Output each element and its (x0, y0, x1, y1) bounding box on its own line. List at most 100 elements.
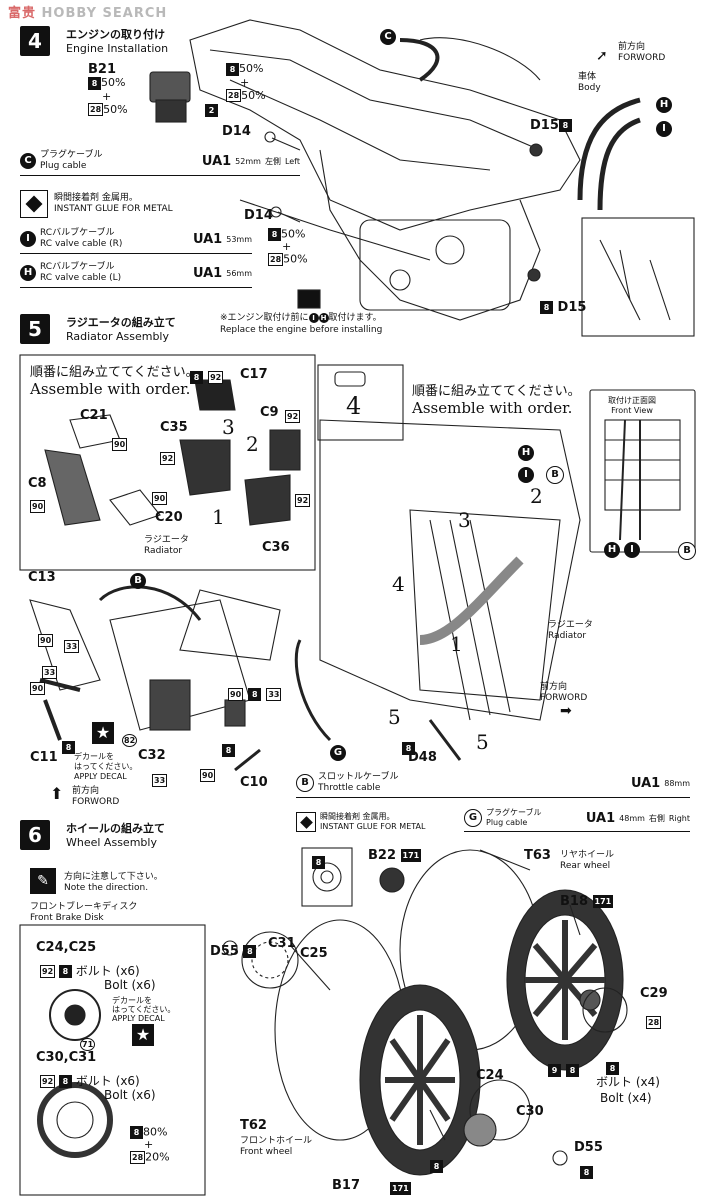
c-icon: C (380, 24, 396, 45)
note-i-icon: I (308, 313, 319, 323)
step-5-title-ja: ラジエータの組み立て (66, 316, 176, 329)
plug-cable-en: Plug cable (40, 161, 87, 171)
part-t63: T63 (524, 848, 551, 863)
part-c30-c31: C30,C31 (36, 1050, 97, 1065)
paint-badge: 90 (30, 682, 46, 695)
rc-l-icon: H (20, 265, 36, 281)
order-note-right: 順番に組み立ててください。 Assemble with order. (412, 384, 581, 416)
note-ja: ※エンジン取付け前に (220, 313, 309, 323)
paint-badge: 92 (40, 965, 56, 978)
paint-c17: 8 92 (190, 367, 224, 386)
paint-ratio: 80% (143, 1125, 168, 1139)
radiator-label-box: ラジエータ Radiator (144, 535, 189, 557)
front-wheel-label: フロントホイール Front wheel (240, 1136, 312, 1158)
forward-arrow-icon-5: ➡ (560, 703, 572, 719)
rc-r-ua: UA1 (192, 231, 223, 247)
paint-badge: 33 (266, 688, 282, 701)
paint-d55-bottom: 8 (580, 1162, 593, 1181)
decal-note-6: デカールを はってください。 APPLY DECAL (112, 996, 175, 1023)
plug2-ua: UA1 (585, 810, 616, 826)
order-note-left: 順番に組み立ててください。 Assemble with order. (30, 365, 199, 397)
disk-label: フロントブレーキディスク Front Brake Disk (30, 902, 137, 924)
front-en: Front wheel (240, 1147, 293, 1157)
paint-ratio: 50% (241, 88, 266, 102)
part-c35: C35 (160, 420, 188, 435)
paint-badge: 28 (88, 103, 104, 116)
part-d15-bottom: 8 D15 (540, 300, 586, 315)
glue-ja: 瞬間接着剤 金属用。 (320, 812, 395, 821)
paint-ratio: 50% (283, 252, 308, 266)
plug2-icon: G (464, 809, 482, 827)
step-6-title-en: Wheel Assembly (66, 836, 157, 849)
paint-badge: 171 (592, 895, 614, 908)
throttle-cable-row: B スロットルケーブル Throttle cable UA1 88mm (296, 772, 690, 798)
watermark-en: HOBBY SEARCH (41, 6, 168, 21)
paint-badge: 171 (390, 1182, 411, 1195)
b-circle: B (130, 573, 146, 589)
part-b22: B22 171 (368, 848, 422, 863)
radiator-ja: ラジエータ (548, 620, 593, 630)
throttle-ja: スロットルケーブル (318, 772, 399, 782)
bolt-en: Bolt (104, 978, 128, 992)
plug-cable-ua: UA1 (201, 153, 232, 169)
decal-ja2: はってください。 (112, 1005, 176, 1014)
part-d14-mid: D14 (244, 208, 273, 223)
paint-badge: 28 (130, 1151, 146, 1164)
bolt-c24: 92 8 ボルト (x6) (40, 962, 140, 979)
part-c32: C32 (138, 748, 166, 763)
step-5-number: 5 (20, 314, 50, 344)
paint-badge: 90 (30, 500, 46, 513)
i-circle: I (624, 542, 640, 558)
qty-b21: 2 (205, 100, 218, 119)
paint-c13a: 90 (38, 630, 54, 649)
part-c9: C9 (260, 405, 279, 420)
plug-cable-row: C プラグケーブル Plug cable UA1 52mm 左側 Left (20, 150, 300, 176)
i-circle: I (656, 121, 672, 137)
bolt-en-c24: Bolt (x6) (104, 978, 156, 992)
paint-badge: 8 (430, 1160, 443, 1173)
forward-ja: 前方向 (618, 42, 646, 52)
bolt-x: (x6) (115, 964, 140, 978)
part-b17: B17 (332, 1178, 360, 1193)
part-d14-top: D14 (222, 124, 251, 139)
b-circle: B (678, 542, 696, 560)
rc-l-ua: UA1 (192, 265, 223, 281)
bolt-x: (x4) (627, 1091, 652, 1105)
paint-b17: 171 (390, 1178, 411, 1197)
order-3-main: 3 (458, 508, 471, 532)
paint-hub-rear: 9 8 (548, 1060, 580, 1079)
paint-badge: 82 (122, 734, 138, 747)
order-ja: 順番に組み立ててください。 (412, 384, 581, 399)
paint-badge: 9 (548, 1064, 561, 1077)
d15-label: D15 (530, 118, 559, 133)
direction-en: Note the direction. (64, 883, 149, 893)
plug-cable-2-row: G プラグケーブル Plug cable UA1 48mm 右側 Right (464, 808, 690, 832)
c-circle: C (380, 29, 396, 45)
decal-ja2: はってください。 (74, 762, 138, 771)
paint-badge: 92 (285, 410, 301, 423)
plug-cable-side-en: Left (284, 156, 300, 166)
step-6-title-ja: ホイールの組み立て (66, 822, 165, 835)
paint-badge: 8 (540, 301, 553, 314)
paint-badge: 8 (58, 1075, 72, 1088)
decal-note-5: デカールを はってください。 APPLY DECAL (74, 752, 137, 782)
paint-badge: 8 (222, 744, 235, 757)
radiator-ja: ラジエータ (144, 535, 189, 545)
part-c24-c25: C24,C25 (36, 940, 97, 955)
paint-c10c: 90 (200, 765, 216, 784)
paint-badge: 92 (295, 494, 311, 507)
part-d55-bottom: D55 (574, 1140, 603, 1155)
part-b18: B18 171 (560, 894, 614, 909)
note-en: Replace the engine before installing (220, 325, 383, 335)
decal-ja1: デカールを (112, 996, 152, 1005)
forward-en: FORWORD (618, 53, 666, 63)
part-c10: C10 (240, 775, 268, 790)
forward-arrow-icon: ➚ (596, 48, 608, 64)
glue-note-5: 瞬間接着剤 金属用。 INSTANT GLUE FOR METAL (296, 812, 425, 832)
decal-star-icon-6: ★ (132, 1024, 154, 1046)
step-6-number: 6 (20, 820, 50, 850)
paint-d48: 8 (402, 738, 415, 757)
bolt-ja: ボルト (596, 1075, 633, 1089)
